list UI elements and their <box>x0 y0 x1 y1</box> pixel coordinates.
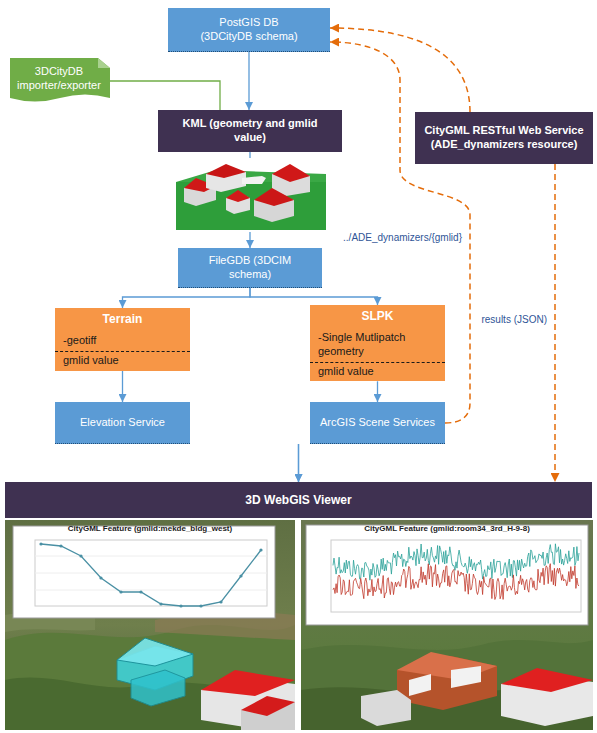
illustration-path <box>301 640 593 730</box>
terrain-scene <box>5 520 295 730</box>
illustration-polygon <box>241 696 295 716</box>
illustration-circle <box>59 544 62 547</box>
terrain-scene <box>301 520 593 730</box>
kml-buildings-picture <box>176 160 326 230</box>
building-model <box>361 652 593 726</box>
node-title: Elevation Service <box>80 416 165 430</box>
service-box: ArcGIS Scene Services <box>310 402 445 444</box>
edge-label: ../ADE_dynamizers/{gmlid} <box>341 232 464 243</box>
node-detail: gmlid value <box>55 351 190 371</box>
illustration-circle <box>199 604 202 607</box>
illustration-circle <box>139 590 142 593</box>
database-box: PostGIS DB (3DCityDB schema) <box>168 8 330 52</box>
illustration-circle <box>99 576 102 579</box>
illustration-circle <box>179 604 182 607</box>
document-fold <box>98 58 110 68</box>
request-arrow <box>330 28 470 112</box>
database-box: FileGDB (3DCIM schema) <box>178 248 322 288</box>
illustration-rect <box>301 520 593 730</box>
viewer-screenshot <box>301 520 593 730</box>
format-box: KML (geometry and gmlid value) <box>158 110 342 152</box>
illustration-circle <box>219 600 222 603</box>
chart-panel <box>13 526 275 618</box>
dataset-box: Terrain-geotiffgmlid value <box>55 308 190 371</box>
node-title: ArcGIS Scene Services <box>320 416 435 430</box>
red-roof-buildings <box>201 670 295 730</box>
chart-title: CityGML Feature (gmlid:mekde_bldg_west) <box>68 524 232 533</box>
node-detail: gmlid value <box>310 362 445 382</box>
illustration-rect <box>306 525 588 625</box>
illustration-circle <box>259 548 262 551</box>
node-detail: -geotiff <box>55 332 190 351</box>
highlighted-building <box>117 638 193 706</box>
service-box: Elevation Service <box>55 402 190 444</box>
flow-arrow <box>298 444 299 482</box>
request-arrow <box>554 164 556 482</box>
illustration-g <box>39 542 262 607</box>
illustration-rect <box>5 520 295 730</box>
illustration-circle <box>39 542 42 545</box>
illustration-polygon <box>501 668 593 692</box>
flow-arrow <box>248 52 249 110</box>
service-box: CityGML RESTful Web Service (ADE_dynamiz… <box>415 112 593 164</box>
flow-arrow <box>298 444 299 482</box>
illustration-polygon <box>397 652 497 680</box>
node-title: 3DCityDB importer/exporter <box>16 65 102 93</box>
illustration-line <box>35 573 267 574</box>
illustration-polygon <box>226 190 250 202</box>
node-title: Terrain <box>55 308 190 332</box>
illustration-rect <box>176 160 326 230</box>
flow-arrow <box>250 288 378 305</box>
illustration-circle <box>159 602 162 605</box>
illustration-rect <box>35 540 267 606</box>
node-title: SLPK <box>310 305 445 329</box>
document-body <box>10 58 110 102</box>
node-title: KML (geometry and gmlid value) <box>180 117 320 145</box>
illustration-polygon <box>242 176 266 184</box>
illustration-circle <box>239 574 242 577</box>
chart-series <box>333 564 579 600</box>
chart-title: CityGML Feature (gmlid:room34_3rd_H-9-8) <box>364 524 530 533</box>
node-title: FileGDB (3DCIM schema) <box>200 254 300 282</box>
illustration-line <box>35 590 267 591</box>
flow-arrow <box>123 288 251 308</box>
flow-arrow <box>377 381 378 402</box>
illustration-polygon <box>131 670 185 706</box>
node-detail: -Single Mutlipatch geometry <box>310 329 445 362</box>
illustration-polyline <box>41 544 261 606</box>
illustration-polygon <box>272 164 310 182</box>
illustration-polygon <box>201 670 295 696</box>
edge-label: results (JSON) <box>479 314 549 325</box>
node-title: 3D WebGIS Viewer <box>245 493 351 508</box>
illustration-polygon <box>451 666 481 688</box>
illustration-polygon <box>409 674 431 696</box>
document-shape: 3DCityDB importer/exporter <box>10 58 110 104</box>
illustration-polygon <box>254 188 294 206</box>
illustration-path <box>5 625 295 730</box>
illustration-rect <box>13 526 275 618</box>
viewer-screenshot <box>5 520 295 730</box>
illustration-polygon <box>206 164 246 178</box>
illustration-line <box>35 556 267 557</box>
illustration-polygon <box>117 638 193 666</box>
illustration-circle <box>79 554 82 557</box>
node-title: CityGML RESTful Web Service (ADE_dynamiz… <box>421 124 587 152</box>
illustration-rect <box>331 540 581 612</box>
illustration-polygon <box>361 690 411 726</box>
illustration-circle <box>119 590 122 593</box>
viewer-band: 3D WebGIS Viewer <box>5 482 592 518</box>
chart-panel <box>306 525 588 625</box>
node-title: PostGIS DB (3DCityDB schema) <box>195 16 303 44</box>
flow-arrow <box>110 81 220 110</box>
kml-scene <box>176 160 326 230</box>
dataset-box: SLPK-Single Mutlipatch geometrygmlid val… <box>310 305 445 381</box>
flow-arrow <box>122 371 123 403</box>
